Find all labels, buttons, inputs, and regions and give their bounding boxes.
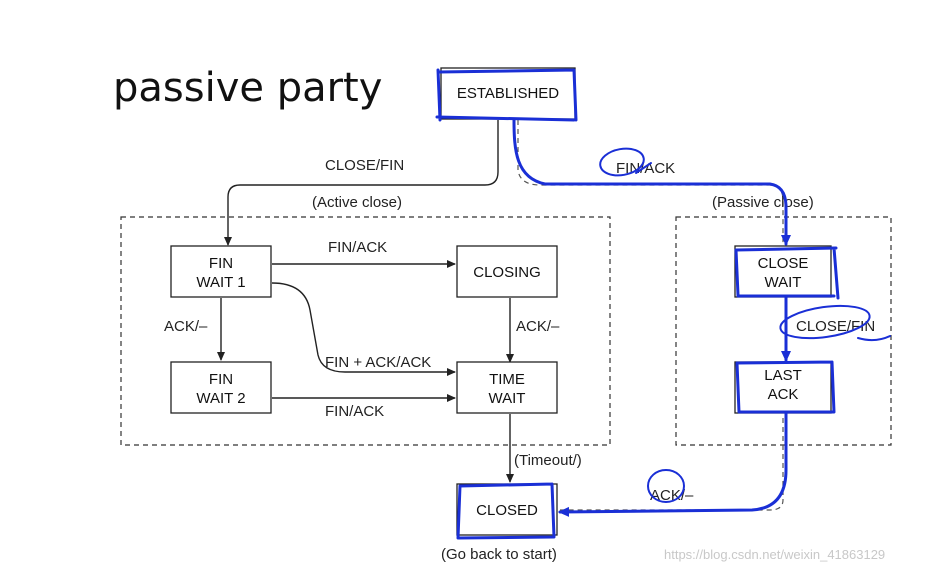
label-close-fin-active: CLOSE/FIN <box>325 157 404 174</box>
ink-circle-ack <box>647 469 685 503</box>
active-close-group <box>120 216 611 446</box>
state-fin-wait-1-line2: WAIT 1 <box>196 274 245 291</box>
state-closed-label: CLOSED <box>476 502 538 519</box>
label-ack-closing: ACK/– <box>516 318 560 335</box>
state-last-ack-line1: LAST <box>764 367 802 384</box>
watermark-text: https://blog.csdn.net/weixin_41863129 <box>664 547 885 562</box>
ink-edge-established-to-closewait <box>512 118 791 246</box>
state-time-wait-box <box>456 361 558 414</box>
ink-closed-outline <box>456 482 556 540</box>
state-fin-wait-1-box <box>170 245 272 298</box>
ink-circle-close-fin <box>779 304 871 340</box>
ink-slash-fin-ack <box>635 162 652 174</box>
label-timeout: (Timeout/) <box>514 452 582 469</box>
label-go-back-to-start: (Go back to start) <box>441 546 557 563</box>
label-fin-ack-ack: FIN + ACK/ACK <box>325 354 431 371</box>
label-fin-ack-closing: FIN/ACK <box>328 239 387 256</box>
state-closing-label: CLOSING <box>473 264 541 281</box>
edge-lastack-to-closed-original <box>560 418 784 511</box>
state-close-wait-box <box>734 245 832 298</box>
state-time-wait-line2: WAIT <box>489 390 526 407</box>
handwritten-annotations <box>435 68 891 540</box>
ink-circle-fin-ack <box>599 147 645 177</box>
ink-edge-lastack-to-closed <box>558 411 788 517</box>
ink-last-ack-outline <box>735 360 836 414</box>
label-ack-finwait1: ACK/– <box>164 318 208 335</box>
ink-curl-close-fin <box>857 335 891 342</box>
state-established-label: ESTABLISHED <box>457 85 559 102</box>
state-last-ack-box <box>734 361 832 414</box>
ink-established-outline <box>435 68 578 122</box>
state-time-wait-line1: TIME <box>489 371 525 388</box>
ink-close-wait-outline <box>734 246 840 300</box>
label-passive-close: (Passive close) <box>712 194 814 211</box>
state-close-wait-line1: CLOSE <box>758 255 809 272</box>
state-closing-box <box>456 245 558 298</box>
label-close-fin-passive: CLOSE/FIN <box>796 318 875 335</box>
state-close-wait-line2: WAIT <box>765 274 802 291</box>
edge-established-to-finwait1 <box>224 120 499 246</box>
edge-finwait1-to-timewait <box>271 282 456 376</box>
state-closed-box <box>456 483 558 536</box>
state-fin-wait-1-line1: FIN <box>209 255 233 272</box>
label-fin-ack-finwait2: FIN/ACK <box>325 403 384 420</box>
page-title: passive party <box>113 65 382 111</box>
state-fin-wait-2-line1: FIN <box>209 371 233 388</box>
state-last-ack-line2: ACK <box>768 386 799 403</box>
label-active-close: (Active close) <box>312 194 402 211</box>
state-fin-wait-2-box <box>170 361 272 414</box>
state-fin-wait-2-line2: WAIT 2 <box>196 390 245 407</box>
